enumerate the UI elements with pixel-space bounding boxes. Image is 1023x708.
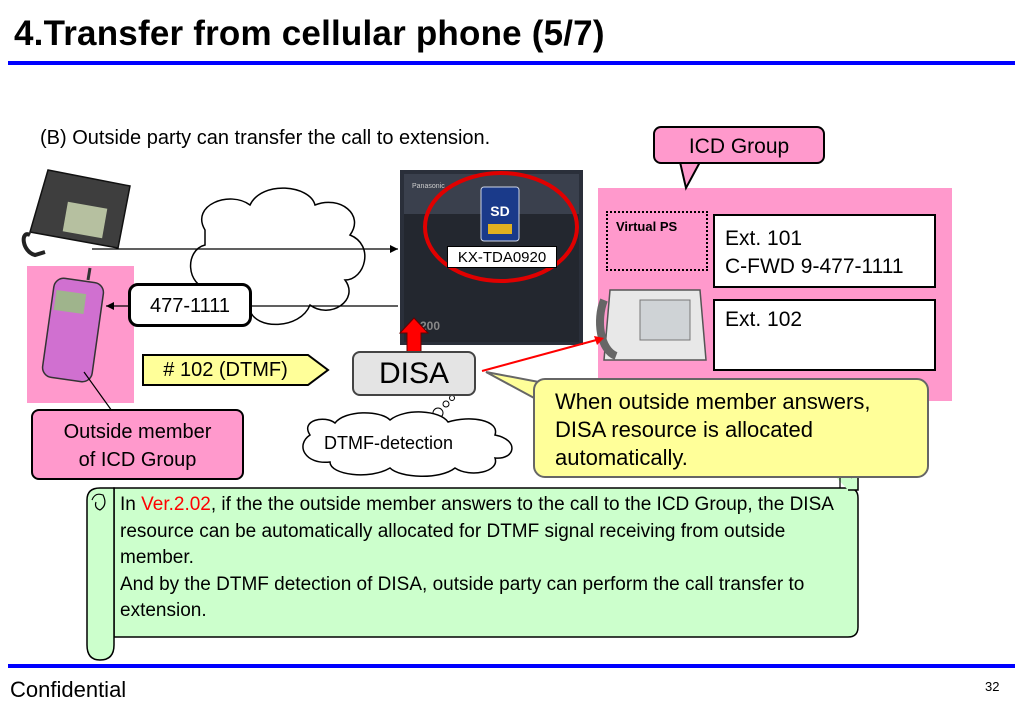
note-prefix: In [120,494,142,515]
cellular-phone-icon [41,267,105,383]
svg-text:SD: SD [490,203,509,219]
highlight-ellipse [423,171,579,283]
slide-title: 4.Transfer from cellular phone (5/7) [14,14,605,53]
ext-102-box: Ext. 102 [713,299,936,371]
sd-card-icon: SD [480,186,520,242]
dtmf-detection-label: DTMF-detection [324,433,454,453]
outside-member-line2: of ICD Group [78,449,197,471]
dtmf-tag-shape [142,354,330,386]
ext-101-forward: C-FWD 9-477-1111 [725,255,904,278]
svg-text:Panasonic: Panasonic [412,183,445,190]
ext-101-box: Ext. 101 C-FWD 9-477-1111 [713,214,936,288]
desk-phone-icon [21,169,131,258]
note-scroll-shape [86,463,859,661]
disa-callout: When outside member answers, DISA resour… [533,378,929,478]
page-number: 32 [985,679,1000,694]
footer-rule [8,664,1015,668]
disa-box: DISA [352,351,476,396]
dtmf-tag-label: # 102 (DTMF) [163,359,288,381]
office-phone-icon [596,289,707,361]
icd-group-label: ICD Group [653,126,825,164]
note-text: In Ver.2.02, if the the outside member a… [120,492,840,625]
dialed-number-box: 477-1111 [128,283,252,327]
outside-member-label: Outside member of ICD Group [31,409,244,480]
up-arrow-icon [398,317,430,353]
dtmf-cloud-icon [302,411,513,477]
footer-confidential: Confidential [10,677,127,702]
note-line2: And by the DTMF detection of DISA, outsi… [120,573,805,622]
title-rule [8,61,1015,65]
note-body: , if the the outside member answers to t… [120,494,833,568]
subtitle: (B) Outside party can transfer the call … [40,127,491,149]
model-label: KX-TDA0920 [447,246,557,268]
virtual-ps-box: Virtual PS [606,211,708,271]
outside-member-line1: Outside member [63,421,212,443]
note-version: Ver.2.02 [141,494,211,515]
ext-101-label: Ext. 101 [725,227,803,250]
